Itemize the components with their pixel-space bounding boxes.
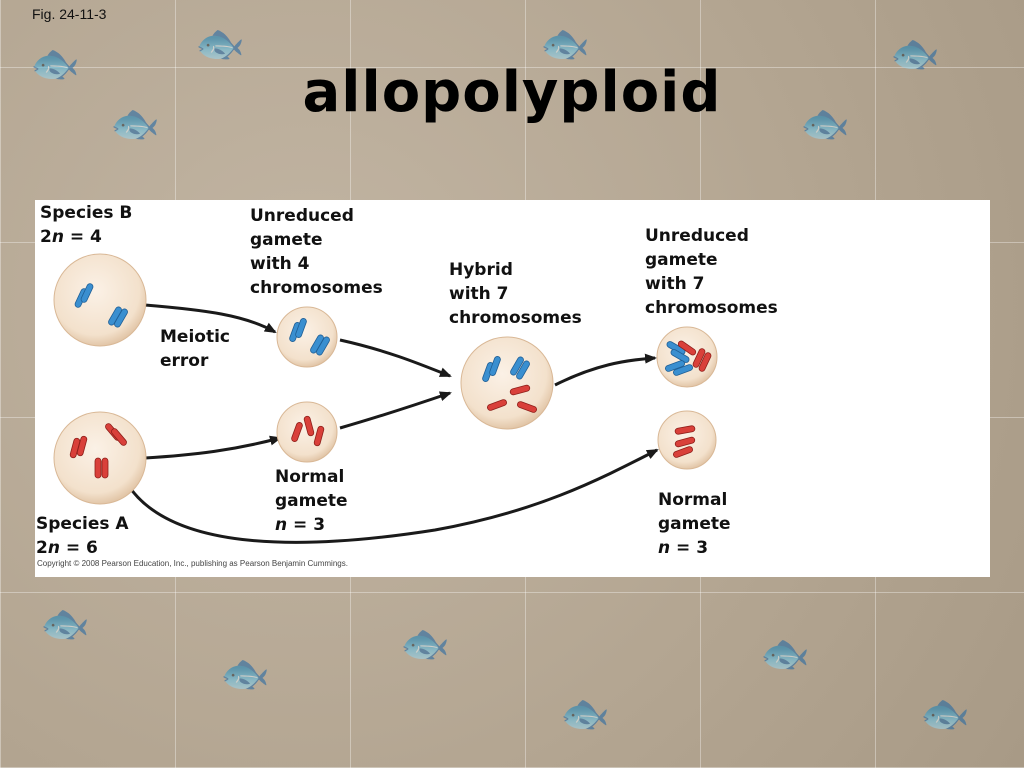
normal-gamete-right-cell	[657, 410, 717, 470]
fossil-fish-icon: 🐟	[220, 651, 270, 697]
arrow-hybrid-to-unreduced7	[554, 353, 657, 387]
allopolyploid-diagram: Species B 2n = 4 Unreduced gamete with 4…	[35, 200, 990, 577]
normal-gamete-left-label: Normal gamete n = 3	[275, 467, 348, 535]
fossil-fish-icon: 🐟	[30, 41, 80, 87]
species-b-cell	[53, 253, 147, 347]
fossil-fish-icon: 🐟	[400, 621, 450, 667]
unreduced-gamete-7-label: Unreduced gamete with 7 chromosomes	[645, 226, 778, 318]
fossil-fish-icon: 🐟	[920, 691, 970, 737]
arrow-unreduced-to-hybrid	[339, 338, 452, 378]
diagram-graphics	[53, 253, 718, 544]
arrow-normal-to-hybrid	[339, 391, 452, 430]
fossil-fish-icon: 🐟	[540, 21, 590, 67]
fossil-fish-icon: 🐟	[760, 631, 810, 677]
slide-title: allopolyploid	[302, 60, 722, 125]
hybrid-label: Hybrid with 7 chromosomes	[449, 260, 582, 328]
species-b-label: Species B 2n = 4	[40, 203, 133, 247]
copyright-notice: Copyright © 2008 Pearson Education, Inc.…	[37, 559, 348, 568]
fossil-fish-icon: 🐟	[560, 691, 610, 737]
fossil-fish-icon: 🐟	[195, 21, 245, 67]
species-a-cell	[53, 411, 147, 505]
fossil-fish-icon: 🐟	[890, 31, 940, 77]
fossil-fish-icon: 🐟	[800, 101, 850, 147]
arrow-b-to-unreduced	[144, 303, 277, 334]
arrow-a-to-normal-right	[123, 448, 659, 544]
unreduced-gamete-7-cell	[656, 326, 718, 388]
hybrid-cell	[460, 336, 554, 430]
unreduced-gamete-4-label: Unreduced gamete with 4 chromosomes	[250, 206, 383, 298]
figure-number: Fig. 24-11-3	[32, 6, 107, 22]
normal-gamete-left-cell	[276, 401, 338, 463]
fossil-fish-icon: 🐟	[110, 101, 160, 147]
unreduced-gamete-4-cell	[276, 306, 338, 368]
species-a-label: Species A 2n = 6	[36, 514, 129, 558]
meiotic-error-label: Meiotic error	[160, 327, 230, 371]
fossil-fish-icon: 🐟	[40, 601, 90, 647]
normal-gamete-right-label: Normal gamete n = 3	[658, 490, 731, 558]
arrow-a-to-normal	[144, 435, 282, 460]
